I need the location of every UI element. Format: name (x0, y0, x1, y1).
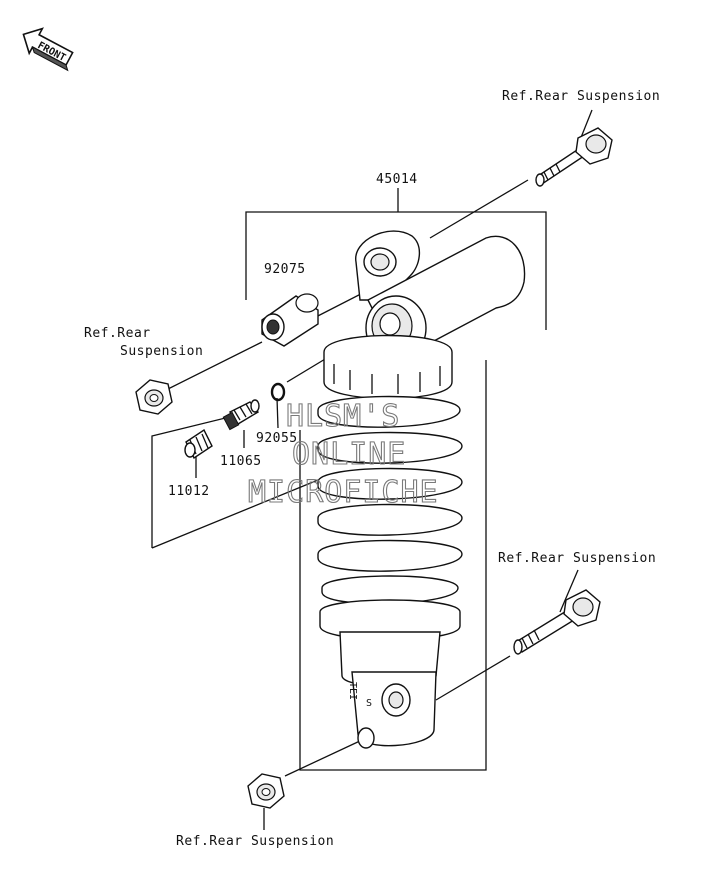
label-92055: 92055 (256, 431, 298, 446)
watermark-line2: ONLINE (292, 437, 406, 472)
label-45014: 45014 (376, 172, 418, 187)
watermark-line1: HLSM'S (286, 399, 400, 434)
label-ref-mid-right: Ref.Rear Suspension (498, 551, 656, 566)
label-11065: 11065 (220, 454, 262, 469)
shock-absorber-icon: TEI S (317, 230, 526, 749)
label-ref-bottom: Ref.Rear Suspension (176, 834, 334, 849)
o-ring-92055-icon (270, 382, 286, 402)
label-ref-left-line2: Suspension (120, 344, 203, 359)
bolt-lower-icon (513, 589, 601, 655)
assembly-bracket-45014 (245, 188, 547, 771)
valve-11065-icon (222, 399, 260, 431)
label-92075: 92075 (264, 262, 306, 277)
label-11012: 11012 (168, 484, 210, 499)
watermark-line3: MICROFICHE (248, 475, 439, 510)
shock-brand-text: TEI (347, 682, 358, 700)
watermark: HLSM'S ONLINE MICROFICHE (247, 398, 439, 510)
label-ref-left-line1: Ref.Rear (84, 326, 151, 341)
sub-bracket-lines (151, 409, 319, 549)
front-arrow-icon: FRONT (22, 27, 74, 72)
nut-lower-icon (247, 773, 285, 809)
nut-upper-icon (135, 379, 173, 415)
cap-11012-icon (184, 428, 213, 460)
bolt-top-icon (535, 127, 613, 187)
label-ref-top-right: Ref.Rear Suspension (502, 89, 660, 104)
shock-letter-text: S (366, 698, 372, 709)
collar-92075-icon (261, 293, 319, 347)
